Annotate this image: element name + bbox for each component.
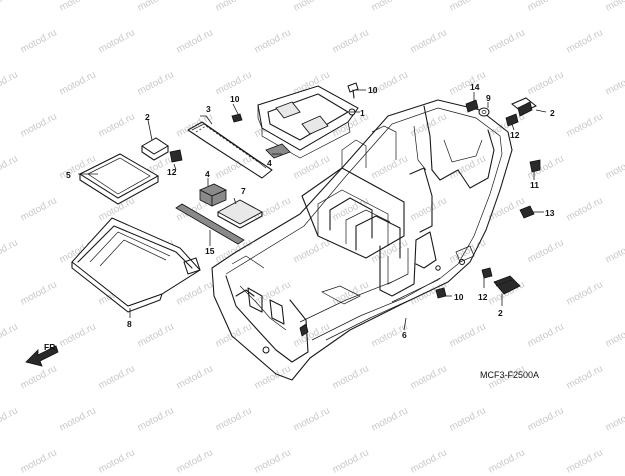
part-10-bolt-top — [347, 82, 359, 99]
part-2-rubber-right-low — [493, 275, 521, 295]
callout-2-right-top: 2 — [550, 108, 555, 118]
callout-1: 1 — [360, 108, 365, 118]
part-9-collar — [478, 107, 490, 117]
callout-5: 5 — [66, 170, 71, 180]
callouts: 10 1 10 3 2 4 12 5 4 7 15 8 6 14 9 2 12 … — [66, 82, 555, 340]
part-1-cover — [257, 85, 359, 159]
front-arrow: FR. — [25, 342, 59, 367]
part-15-strip — [175, 203, 245, 245]
callout-12-right-low: 12 — [478, 292, 488, 302]
part-4-pad-top — [265, 143, 291, 159]
callout-10-lower: 10 — [454, 292, 464, 302]
part-2-rubber-left — [141, 137, 169, 161]
part-12-grommet-right-top — [505, 113, 519, 127]
callout-2-left: 2 — [145, 112, 150, 122]
callout-11: 11 — [530, 180, 539, 190]
callout-10-left: 10 — [230, 94, 240, 104]
callout-14: 14 — [470, 82, 480, 92]
callout-7: 7 — [241, 186, 246, 196]
callout-9: 9 — [486, 93, 491, 103]
part-4-block — [199, 183, 227, 207]
part-5-tray — [78, 153, 160, 205]
part-3-band — [187, 121, 273, 179]
callout-4-top: 4 — [267, 158, 272, 168]
callout-4-block: 4 — [205, 169, 210, 179]
part-6-rear-fender — [211, 99, 513, 381]
part-10-bolt-lower — [435, 287, 447, 299]
part-12-grommet-left — [169, 149, 183, 163]
callout-13: 13 — [545, 208, 555, 218]
part-7-pad — [217, 199, 263, 229]
part-10-bolt-left — [231, 113, 243, 123]
callout-8: 8 — [127, 319, 132, 329]
part-14-bolt — [465, 99, 479, 113]
callout-6: 6 — [402, 330, 407, 340]
callout-3: 3 — [206, 104, 211, 114]
front-arrow-label: FR. — [44, 342, 58, 352]
part-11-clip — [529, 159, 541, 173]
callout-12-right-top: 12 — [510, 130, 520, 140]
diagram-code: MCF3-F2500A — [480, 370, 539, 380]
part-8-lower-cover — [71, 217, 201, 313]
callout-10-top: 10 — [368, 85, 378, 95]
leader-lines — [78, 89, 547, 331]
callout-12-left: 12 — [167, 167, 177, 177]
part-12-grommet-right-low — [481, 267, 493, 279]
callout-15: 15 — [205, 246, 215, 256]
callout-2-right-low: 2 — [498, 308, 503, 318]
part-13-nut — [519, 205, 535, 219]
part-2-rubber-right-top — [511, 97, 537, 117]
